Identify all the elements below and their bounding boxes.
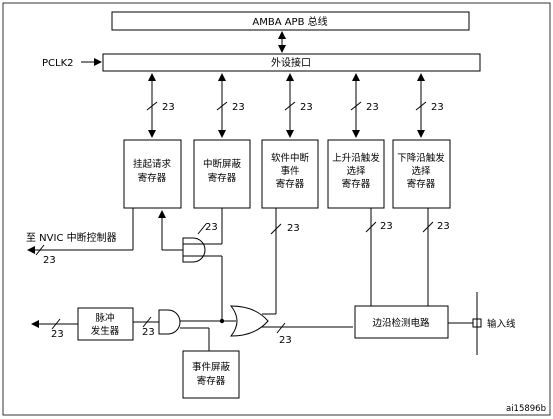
falling-trigger-register-line-2: 选择 <box>411 165 431 177</box>
edge-detect-label: 边沿检测电路 <box>372 317 430 329</box>
pending-register-line-2: 寄存器 <box>138 172 167 184</box>
nvic-label: 至 NVIC 中断控制器 <box>26 231 117 244</box>
or-gate-wires: 23 <box>170 318 353 346</box>
interrupt-mask-register-line-2: 寄存器 <box>208 172 237 184</box>
interrupt-mask-register-line-1: 中断屏蔽 <box>203 158 242 170</box>
rising-trigger-register-line-2: 选择 <box>346 165 366 177</box>
event-mask-register: 事件屏蔽 寄存器 <box>182 350 240 399</box>
edge-detect-circuit: 边沿检测电路 <box>354 305 449 339</box>
rising-trigger-register: 上升沿触发 选择 寄存器 <box>327 139 385 209</box>
event-and-gate <box>158 309 181 335</box>
falling-trigger-register-line-3: 寄存器 <box>407 178 436 190</box>
bus-width-label: 23 <box>287 223 300 234</box>
interrupt-and-gate <box>182 237 206 263</box>
bus-width-label: 23 <box>431 102 444 113</box>
software-interrupt-register-line-3: 寄存器 <box>276 178 305 190</box>
rising-trigger-register-line-3: 寄存器 <box>342 178 371 190</box>
input-line-label: 输入线 <box>487 318 516 330</box>
falling-trigger-register-line-1: 下降沿触发 <box>397 152 445 164</box>
interrupt-mask-register: 中断屏蔽 寄存器 <box>193 139 251 209</box>
event-mask-register-line-1: 事件屏蔽 <box>192 361 231 373</box>
interrupt-gate-wires: 23 <box>158 208 223 321</box>
bus-width-label: 23 <box>43 255 56 266</box>
bus-width-label: 23 <box>162 102 175 113</box>
junction-dot <box>219 318 225 324</box>
event-mask-register-line-2: 寄存器 <box>197 375 226 387</box>
falling-trigger-register: 下降沿触发 选择 寄存器 <box>392 139 451 209</box>
software-interrupt-register: 软件中断 事件 寄存器 <box>261 139 319 209</box>
nvic-output: 至 NVIC 中断控制器 23 <box>26 208 134 266</box>
event-gate-wires: 23 <box>133 316 210 351</box>
bus-width-label: 23 <box>205 222 218 233</box>
pending-register-line-1: 挂起请求 <box>133 158 172 170</box>
peripheral-interface-label: 外设接口 <box>271 56 311 69</box>
pclk2-label: PCLK2 <box>42 58 74 69</box>
pending-register: 挂起请求 寄存器 <box>123 139 182 209</box>
amba-apb-bus-label: AMBA APB 总线 <box>252 15 327 28</box>
pulse-generator: 脉冲 发生器 <box>77 307 134 341</box>
register-link-widths: 23 23 23 23 23 <box>146 101 444 113</box>
bus-width-label: 23 <box>279 335 292 346</box>
rising-trigger-register-line-1: 上升沿触发 <box>332 152 380 164</box>
software-interrupt-register-line-2: 事件 <box>280 165 300 177</box>
pulse-generator-line-2: 发生器 <box>91 325 120 337</box>
input-line: 输入线 <box>448 292 516 355</box>
bus-width-label: 23 <box>300 102 313 113</box>
event-output: 23 <box>31 318 78 340</box>
figure-id: ai15896b <box>506 404 546 414</box>
peripheral-interface <box>102 53 481 72</box>
amba-apb-bus <box>111 11 470 31</box>
software-interrupt-wire: 23 <box>262 208 300 315</box>
bus-width-label: 23 <box>380 221 393 232</box>
bus-width-label: 23 <box>232 102 245 113</box>
software-interrupt-register-line-1: 软件中断 <box>271 152 310 164</box>
bus-width-label: 23 <box>366 102 379 113</box>
bus-width-label: 23 <box>142 327 155 338</box>
trigger-select-wires: 23 23 <box>365 208 450 306</box>
pulse-generator-line-1: 脉冲 <box>95 312 114 324</box>
bus-width-label: 23 <box>51 329 64 340</box>
bus-width-label: 23 <box>437 221 450 232</box>
trigger-or-gate <box>229 305 269 337</box>
